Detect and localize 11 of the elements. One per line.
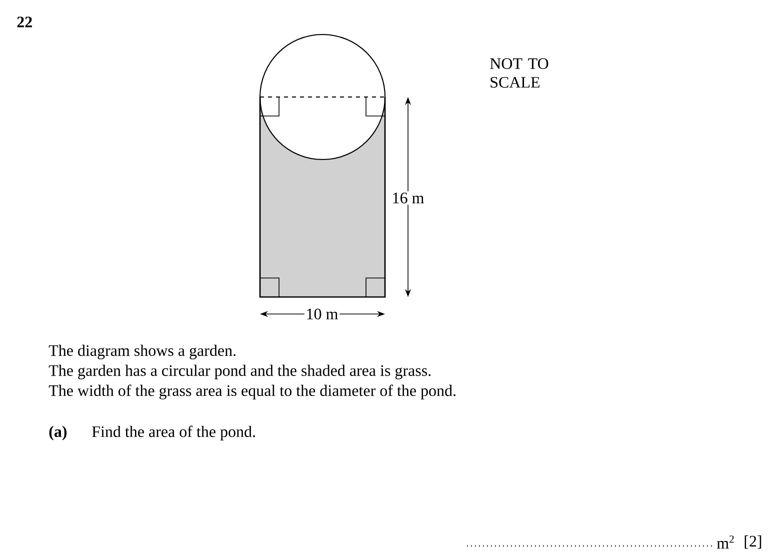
marks-label: [2]	[744, 535, 762, 549]
question-text: The diagram shows a garden.	[48, 344, 236, 360]
question-text: The width of the grass area is equal to the diameter of the pond.	[48, 384, 456, 400]
note-text: NOT TO SCALE	[490, 58, 548, 88]
part-label: (a)	[49, 426, 67, 440]
dimension-label: 10 m	[304, 307, 340, 321]
question-text: Find the area of the pond.	[92, 426, 255, 440]
question-text: The garden has a circular pond and the shaded area is grass.	[48, 364, 431, 380]
question-number: 22	[17, 16, 32, 28]
unit-label: m$^{2}$	[716, 536, 734, 548]
dimension-label: 16 m	[390, 191, 426, 205]
